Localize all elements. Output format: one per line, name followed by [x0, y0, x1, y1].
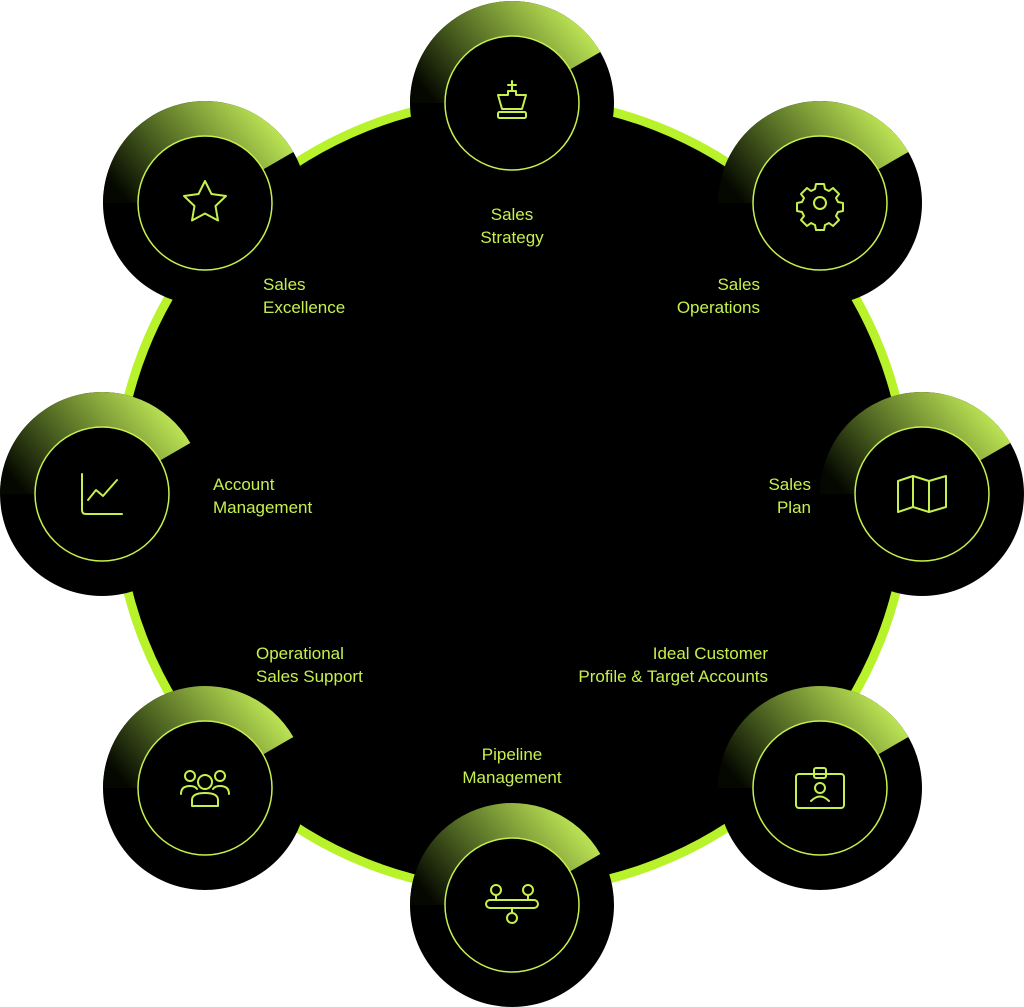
gear-icon — [796, 183, 844, 231]
map-icon — [897, 475, 947, 513]
node-inner-circle — [854, 426, 990, 562]
node-inner-circle — [752, 135, 888, 271]
star-icon — [183, 180, 227, 222]
node-inner-circle — [752, 720, 888, 856]
node-inner-circle — [137, 135, 273, 271]
team-icon — [180, 770, 230, 807]
pipeline-nodes-icon — [485, 884, 539, 924]
id-badge-icon — [795, 767, 845, 809]
node-inner-circle — [444, 35, 580, 171]
node-sales-plan[interactable] — [820, 392, 1024, 596]
node-account-management[interactable] — [0, 392, 204, 596]
node-inner-circle — [444, 837, 580, 973]
node-operational-sales-support[interactable] — [103, 686, 307, 890]
node-sales-operations[interactable] — [718, 100, 922, 305]
node-pipeline-management[interactable] — [410, 803, 614, 1007]
node-sales-strategy[interactable] — [410, 0, 614, 205]
line-chart-icon — [81, 473, 123, 515]
node-ideal-customer[interactable] — [718, 686, 922, 890]
node-sales-excellence[interactable] — [103, 100, 307, 305]
chess-king-icon — [497, 80, 527, 119]
